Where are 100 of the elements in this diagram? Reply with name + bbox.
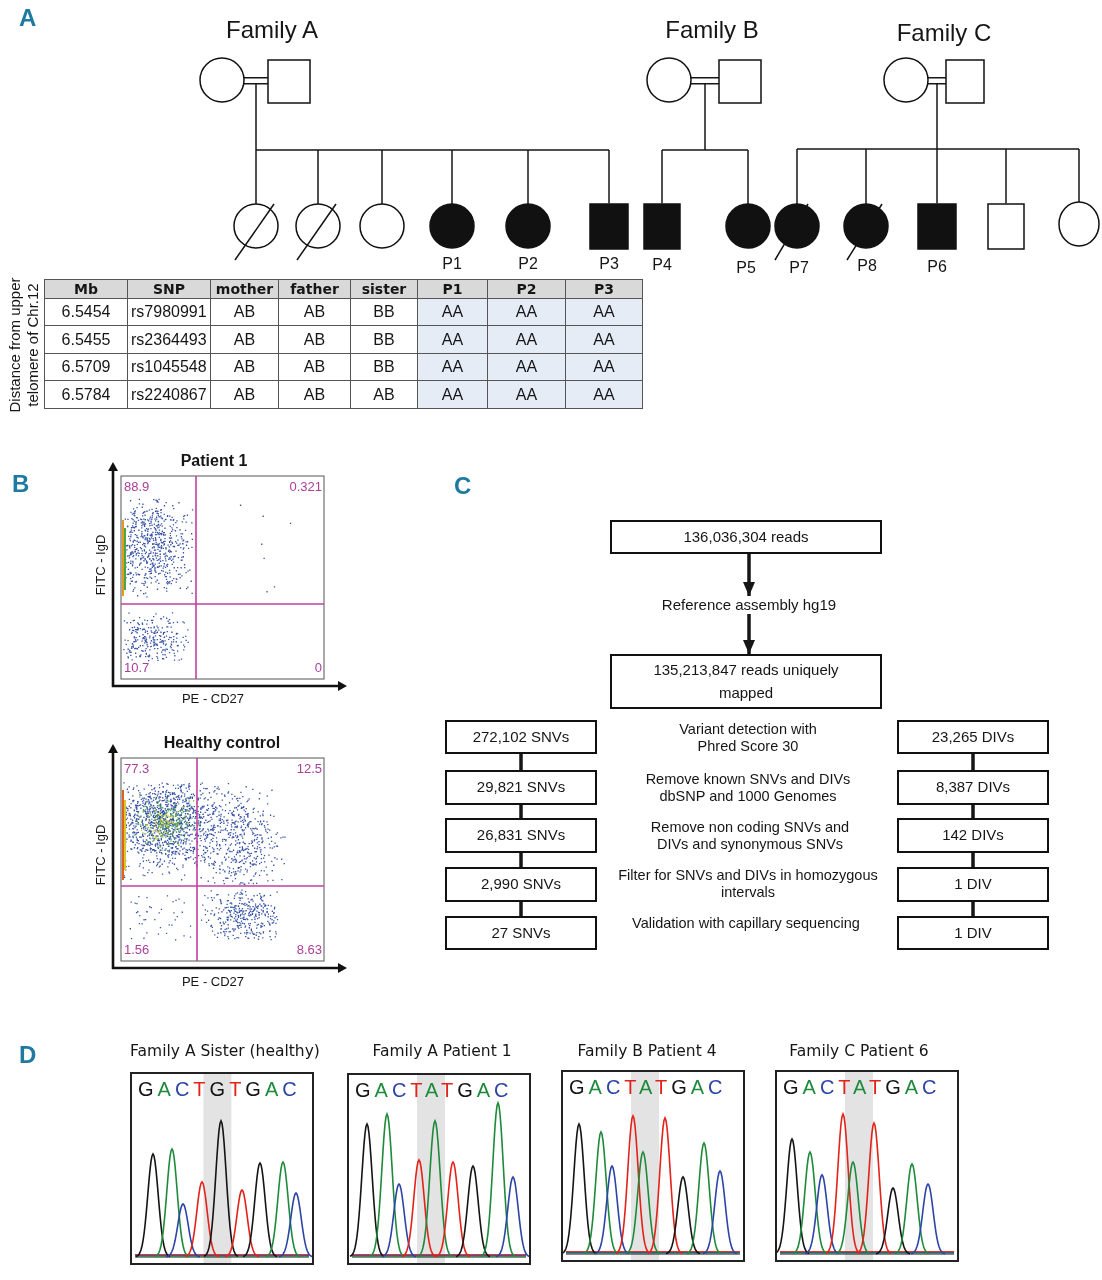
data-cell: AB: [210, 353, 279, 381]
arrow: [743, 614, 755, 654]
data-cell: BB: [350, 353, 418, 381]
panel-letter: B: [12, 470, 30, 499]
female-symbol: [646, 57, 692, 103]
process-box: 142 DIVs: [897, 818, 1049, 853]
column-header-cell: mother: [210, 279, 279, 299]
column-header-cell: father: [278, 279, 351, 299]
descent-line: [865, 148, 867, 205]
data-cell: AB: [278, 325, 351, 354]
data-cell: AA: [565, 298, 643, 326]
dna-sequence: GACTGTGAC: [138, 1077, 301, 1101]
process-box: 2,990 SNVs: [445, 867, 597, 902]
quadrant-percentage: 0.321: [289, 479, 322, 495]
chromatogram-title: Family B Patient 4: [577, 1042, 717, 1061]
data-cell: AB: [210, 380, 279, 409]
process-step-text: Reference assembly hg19: [661, 596, 837, 614]
data-cell: AB: [278, 353, 351, 381]
data-cell: rs2364493: [127, 325, 211, 354]
sibship-line: [255, 82, 610, 151]
quadrant-percentage: 88.9: [124, 479, 150, 495]
deceased-affected-female-symbol: [774, 203, 820, 261]
connector-line: [971, 754, 975, 770]
dna-sequence: GACTATGAC: [783, 1075, 941, 1099]
dna-sequence: GACTATGAC: [355, 1078, 513, 1102]
individual-label: P8: [857, 257, 877, 275]
affected-male-symbol: [917, 202, 957, 250]
process-box: 26,831 SNVs: [445, 818, 597, 853]
female-symbol: [883, 57, 929, 103]
descent-line: [796, 148, 798, 205]
data-cell: AB: [210, 298, 279, 326]
quadrant-percentage: 8.63: [296, 942, 322, 958]
arrow: [743, 554, 755, 596]
sibship-line: [661, 82, 749, 151]
process-box: 8,387 DIVs: [897, 770, 1049, 805]
consanguinity-line: [243, 77, 269, 85]
panel-letter: D: [19, 1041, 37, 1070]
descent-line: [1078, 148, 1080, 203]
descent-line: [317, 149, 319, 205]
connector-line: [519, 902, 523, 916]
quadrant-percentage: 1.56: [124, 942, 150, 958]
family-title: Family B: [665, 16, 759, 45]
individual-label: P2: [518, 255, 538, 273]
descent-line: [747, 149, 749, 205]
individual-label: P6: [927, 258, 947, 276]
data-cell: 6.5455: [44, 325, 128, 354]
family-title: Family C: [896, 19, 992, 48]
data-cell: BB: [350, 325, 418, 354]
data-cell: 6.5784: [44, 380, 128, 409]
connector-line: [971, 805, 975, 818]
descent-line: [661, 149, 663, 205]
male-symbol: [987, 202, 1025, 250]
descent-line: [936, 148, 938, 205]
data-cell: AB: [278, 380, 351, 409]
dna-sequence: GACTATGAC: [569, 1075, 727, 1099]
data-cell: AA: [487, 298, 566, 326]
data-cell: AA: [487, 353, 566, 381]
plot-title: Patient 1: [180, 451, 248, 471]
column-header-cell: Mb: [44, 279, 128, 299]
data-cell: 6.5454: [44, 298, 128, 326]
column-header-cell: SNP: [127, 279, 211, 299]
step-description: Filter for SNVs and DIVs in homozygous intervals: [617, 867, 879, 902]
process-box: 136,036,304 reads: [610, 520, 882, 554]
individual-label: P5: [736, 259, 756, 277]
data-cell: AB: [278, 298, 351, 326]
connector-line: [971, 902, 975, 916]
data-cell: AA: [417, 380, 488, 409]
y-axis-label: FITC - IgD: [93, 534, 109, 596]
chromatogram-title: Family A Patient 1: [372, 1042, 512, 1061]
process-box: 23,265 DIVs: [897, 720, 1049, 754]
individual-label: P4: [652, 256, 672, 274]
connector-line: [519, 754, 523, 770]
female-symbol: [1058, 201, 1100, 247]
data-cell: rs1045548: [127, 353, 211, 381]
connector-line: [519, 853, 523, 867]
column-header-cell: P2: [487, 279, 566, 299]
column-header-cell: sister: [350, 279, 418, 299]
data-cell: rs7980991: [127, 298, 211, 326]
affected-female-symbol: [725, 203, 771, 249]
process-box: 1 DIV: [897, 867, 1049, 902]
female-symbol: [199, 57, 245, 103]
family-title: Family A: [226, 16, 318, 45]
chromatogram-title: Family A Sister (healthy): [130, 1042, 320, 1061]
individual-label: P3: [599, 255, 619, 273]
data-cell: AA: [487, 380, 566, 409]
panel-letter: A: [19, 4, 37, 33]
data-cell: AB: [350, 380, 418, 409]
male-symbol: [267, 58, 311, 104]
chromatogram-title: Family C Patient 6: [789, 1042, 929, 1061]
y-axis-label: FITC - IgD: [93, 824, 109, 886]
step-description: Remove non coding SNVs and DIVs and synonymous SNVs: [650, 819, 850, 854]
quadrant-percentage: 10.7: [124, 660, 150, 676]
data-cell: rs2240867: [127, 380, 211, 409]
step-description: Remove known SNVs and DIVs dbSNP and 1000 Genomes: [645, 771, 851, 806]
sibship-line: [796, 82, 1080, 150]
panel-letter: C: [454, 472, 472, 501]
process-box: 272,102 SNVs: [445, 720, 597, 754]
male-symbol: [945, 58, 985, 104]
column-header-cell: P1: [417, 279, 488, 299]
connector-line: [971, 853, 975, 867]
